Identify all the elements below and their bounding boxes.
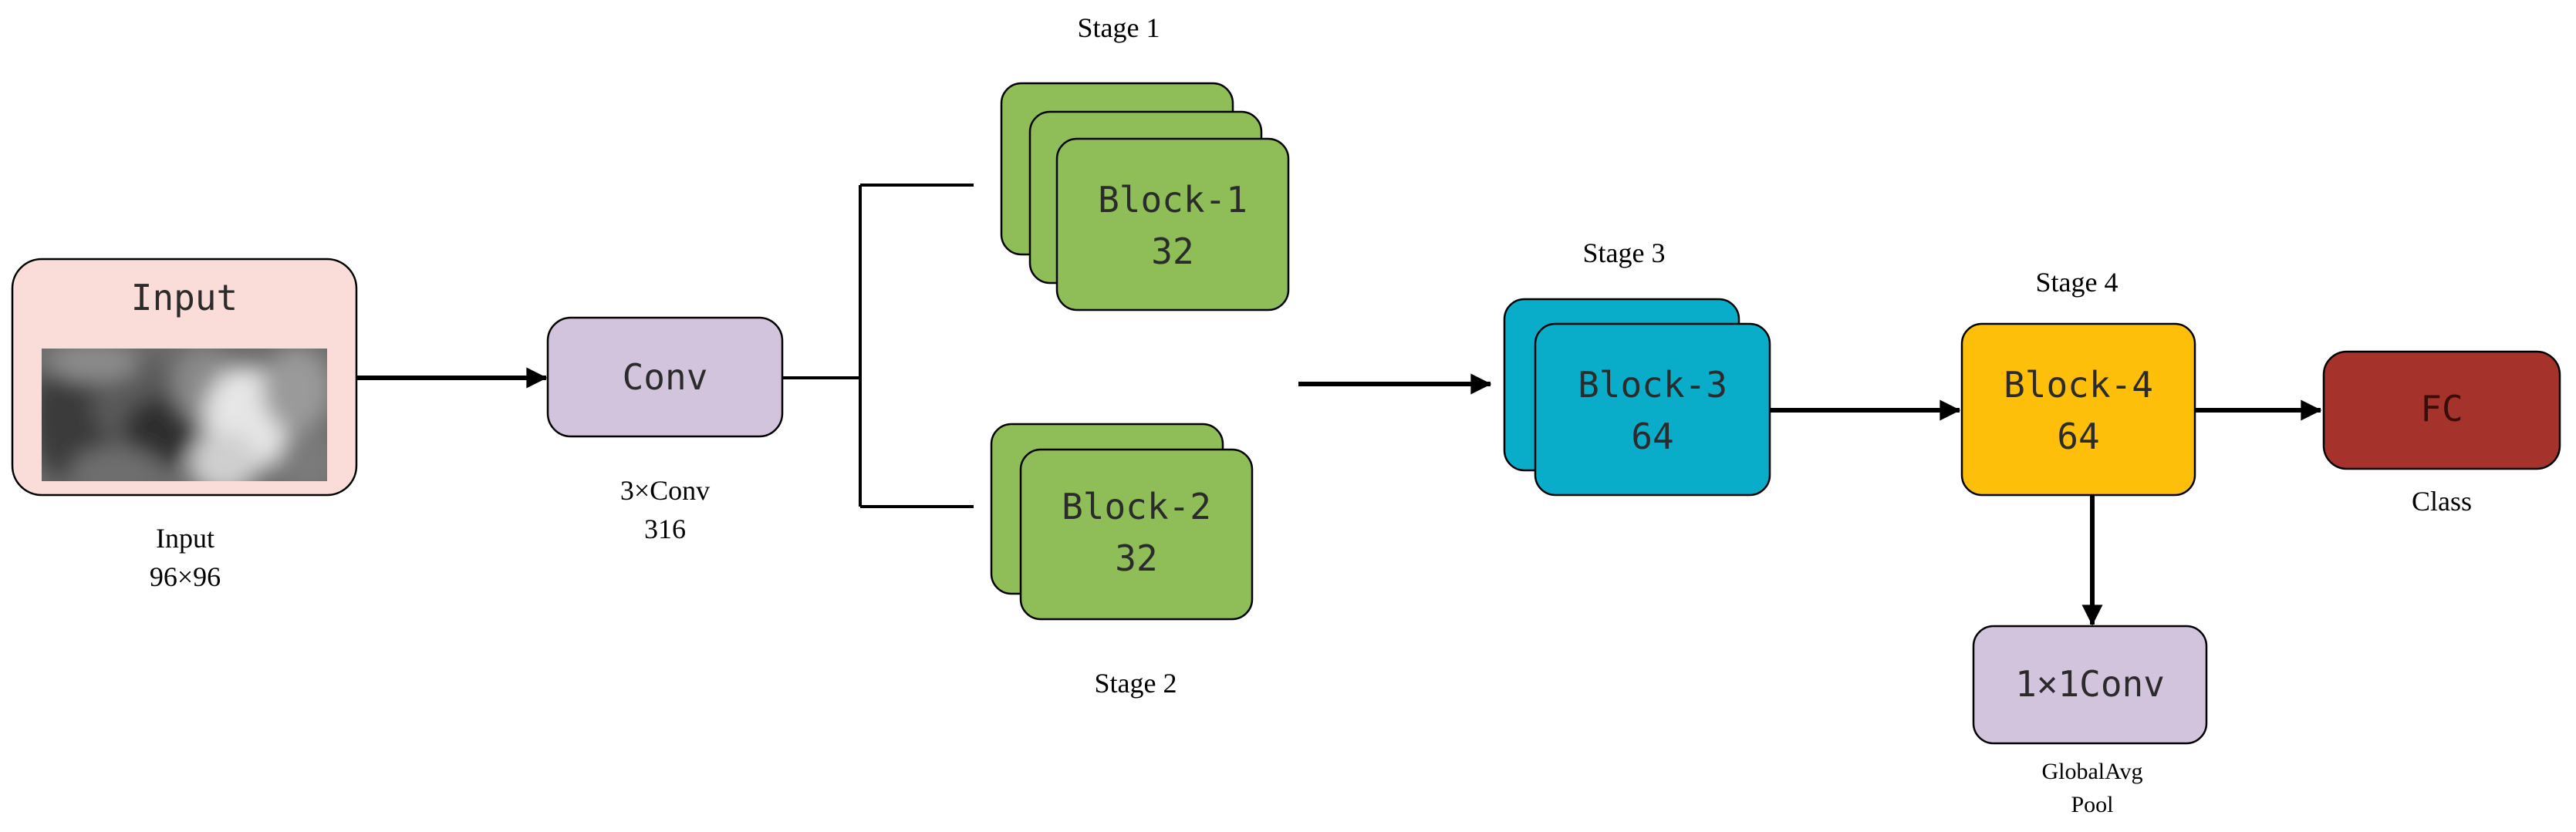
stage1-title: Stage 1 [1078, 12, 1160, 43]
stage4-block-box [1960, 322, 2196, 497]
stage2-block-value: 32 [1115, 537, 1157, 579]
stage3-group: Stage 3 Block-3 64 [1503, 237, 1771, 497]
input-box-title: Input [131, 277, 238, 318]
stage2-block-name: Block-2 [1062, 486, 1211, 527]
stage2-title: Stage 2 [1095, 668, 1177, 699]
conv-caption-line1: 3×Conv [620, 475, 710, 506]
input-caption-line2: 96×96 [150, 561, 221, 592]
stage4-title: Stage 4 [2036, 267, 2119, 298]
pool-box [1972, 625, 2208, 745]
stage1-group: Stage 1 Block-1 32 [1000, 12, 1290, 312]
stage4-group: Stage 4 Block-4 64 [1960, 267, 2196, 497]
stage4-block-value: 64 [2057, 416, 2099, 457]
stage3-block-value: 64 [1631, 416, 1673, 457]
stage3-title: Stage 3 [1583, 237, 1666, 268]
stage3-block-box [1534, 322, 1771, 497]
fc-box [2322, 350, 2561, 470]
pool-caption-line1: GlobalAvg [2041, 759, 2142, 784]
stage1-block-name: Block-1 [1098, 179, 1247, 221]
input-caption-line1: Input [156, 523, 214, 554]
pool-caption-line2: Pool [2071, 792, 2113, 817]
pool-label: 1×1Conv [2015, 663, 2165, 705]
fc-label: FC [2420, 388, 2463, 429]
input-node: Input Input 96×96 [11, 258, 358, 592]
stage3-block-name: Block-3 [1578, 364, 1727, 406]
stage4-block-name: Block-4 [2004, 364, 2153, 406]
conv-node: Conv 3×Conv 316 [546, 316, 784, 544]
conv-label: Conv [623, 356, 708, 398]
fc-caption: Class [2412, 486, 2472, 517]
fc-node: FC Class [2322, 350, 2561, 517]
grayscale-input-image [42, 349, 327, 481]
stage1-block-value: 32 [1151, 231, 1193, 272]
stage1-block-box [1055, 137, 1290, 312]
pool-node: 1×1Conv GlobalAvg Pool [1972, 625, 2208, 817]
split-connector [782, 184, 974, 508]
stage2-group: Block-2 32 Stage 2 [990, 423, 1254, 699]
conv-caption-line2: 316 [644, 514, 686, 544]
stage2-block-box [1019, 448, 1254, 621]
